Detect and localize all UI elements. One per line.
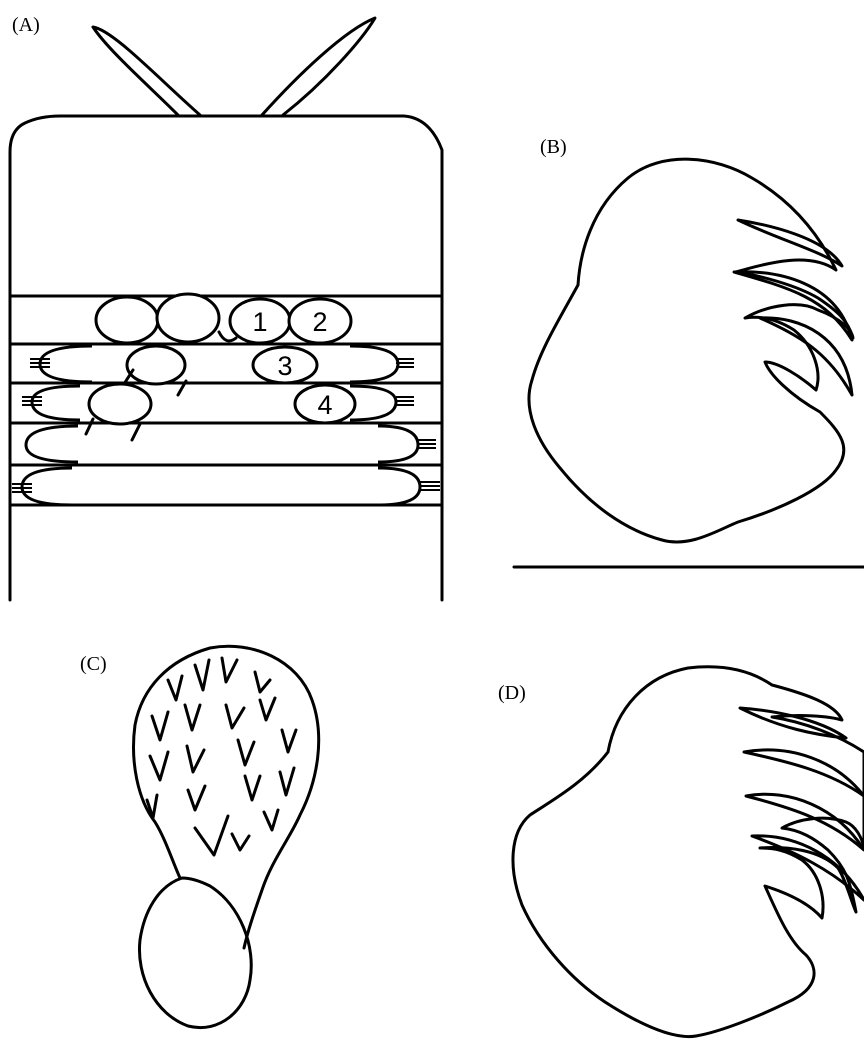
panel-c: (C) (80, 646, 319, 1027)
panel-c-spines (147, 658, 296, 855)
panel-c-head-outline (134, 646, 319, 948)
egg-row-lower (86, 346, 355, 440)
right-lateral-sacs (350, 346, 420, 505)
panel-b: (B) (514, 136, 864, 567)
panel-c-label: (C) (80, 653, 107, 675)
antenna-left (93, 27, 200, 115)
marker-2: 2 (312, 307, 327, 337)
panel-b-label: (B) (540, 136, 567, 158)
panel-c-bulb-outline (139, 878, 251, 1028)
panel-b-outline (529, 159, 853, 542)
panel-a: (A) (10, 14, 442, 600)
marker-1: 1 (252, 307, 267, 337)
marker-4: 4 (317, 390, 332, 420)
panel-a-label: (A) (12, 14, 40, 36)
panel-d-label: (D) (498, 682, 526, 704)
left-lateral-sacs (22, 346, 92, 505)
marker-3: 3 (277, 351, 292, 381)
panel-d-claw-2 (744, 750, 864, 796)
panel-d: (D) (498, 667, 864, 1037)
antenna-right (262, 18, 375, 115)
